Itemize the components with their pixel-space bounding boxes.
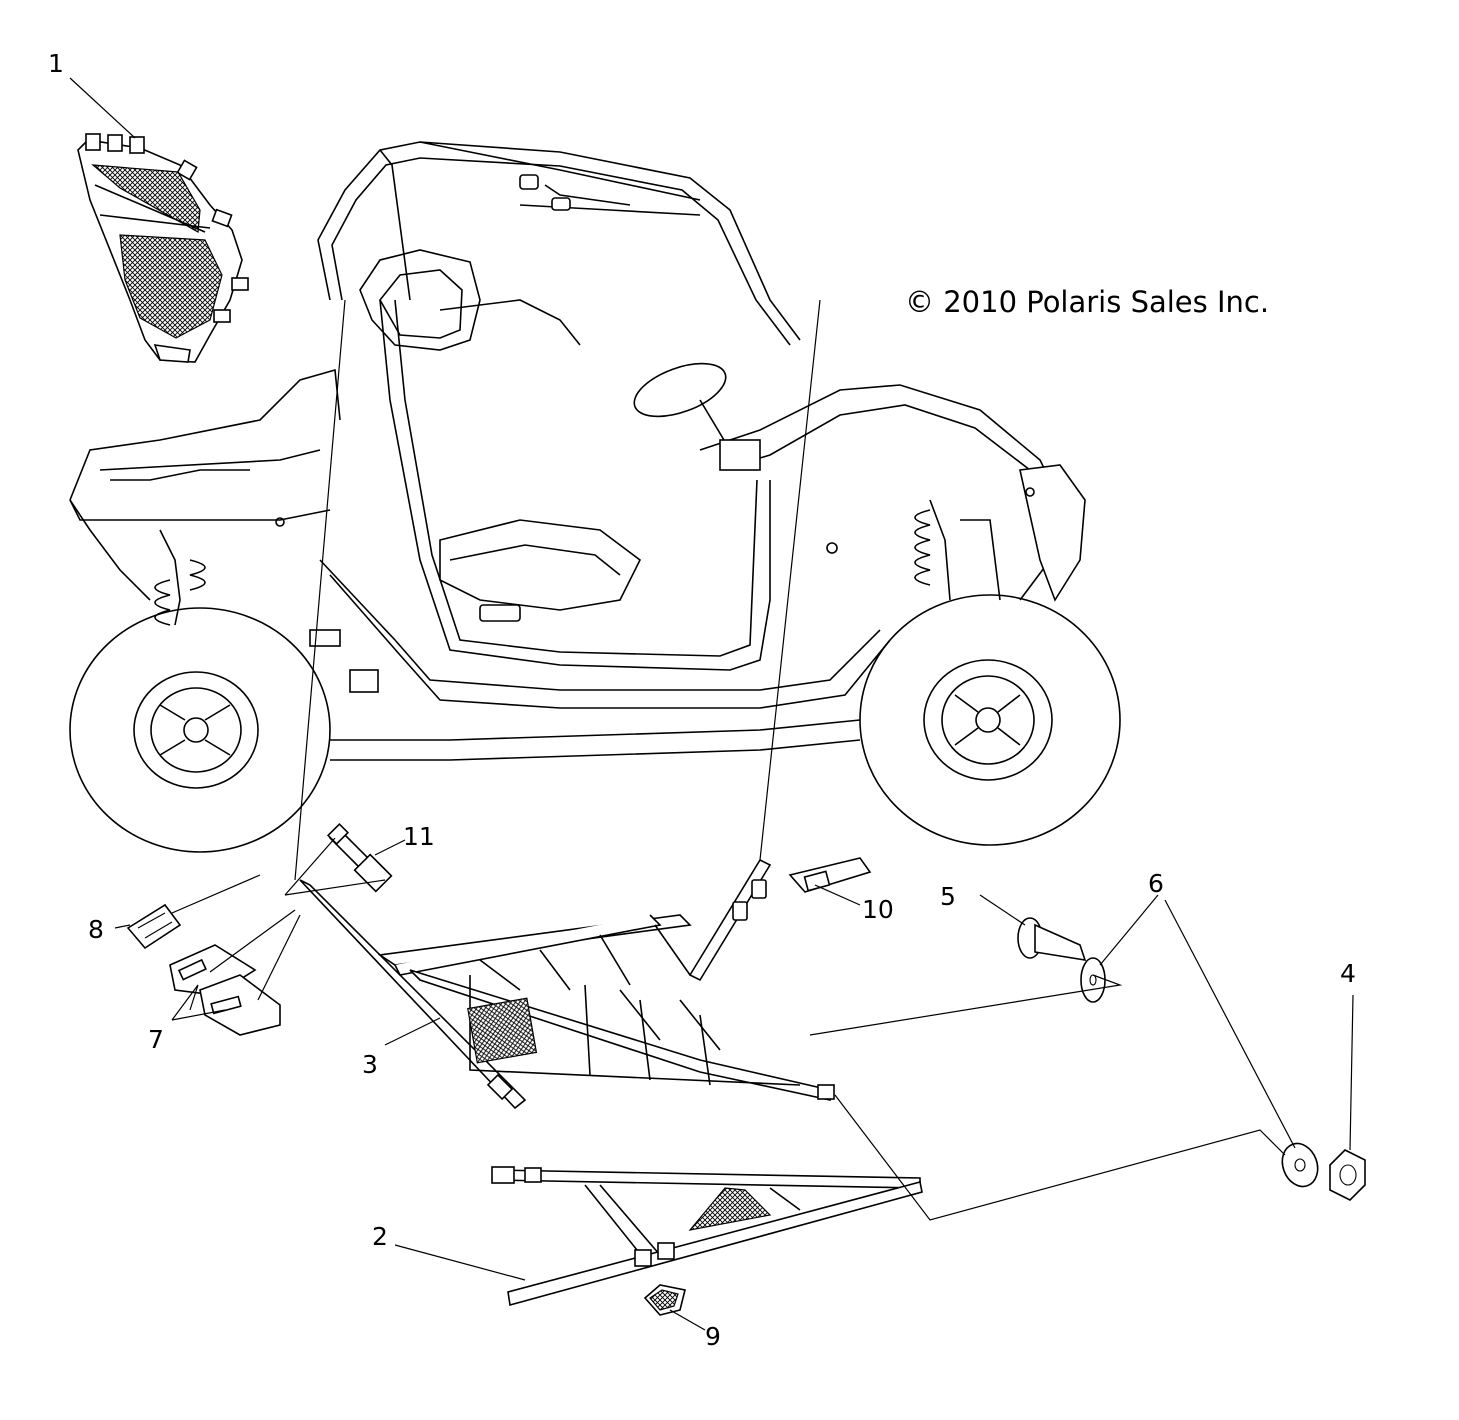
callout-7: 7 — [148, 1025, 164, 1054]
part-3-side-net-frame — [299, 858, 835, 1110]
callout-2: 2 — [372, 1222, 388, 1251]
callout-6: 6 — [1148, 869, 1164, 898]
rear-wheel — [69, 607, 331, 853]
leader-lines — [69, 77, 1354, 1331]
part-5-push-rivet — [1017, 917, 1087, 961]
callout-1: 1 — [48, 49, 64, 78]
callout-5: 5 — [940, 882, 956, 911]
callout-8: 8 — [88, 915, 104, 944]
assembly-lines — [294, 299, 1286, 1221]
part-10-strap — [788, 857, 872, 893]
part-7-buckle — [169, 944, 281, 1036]
part-1-door-net — [77, 133, 249, 363]
part-9-clip — [643, 1284, 686, 1316]
callout-11: 11 — [403, 822, 435, 851]
part-2-side-net-lower — [491, 1166, 923, 1307]
callout-3: 3 — [362, 1050, 378, 1079]
part-6-washer — [1080, 957, 1319, 1188]
callout-9: 9 — [705, 1322, 721, 1351]
part-8-slide — [126, 903, 182, 950]
vehicle-outline — [69, 141, 1121, 853]
front-wheel — [859, 594, 1121, 846]
callout-4: 4 — [1340, 959, 1356, 988]
part-11-strap-buckle — [326, 822, 393, 893]
part-4-nut — [1329, 1149, 1366, 1201]
callout-10: 10 — [862, 895, 894, 924]
copyright-text: © 2010 Polaris Sales Inc. — [905, 285, 1269, 319]
callouts: 1 2 3 4 5 6 7 8 9 10 11 — [48, 49, 1356, 1351]
